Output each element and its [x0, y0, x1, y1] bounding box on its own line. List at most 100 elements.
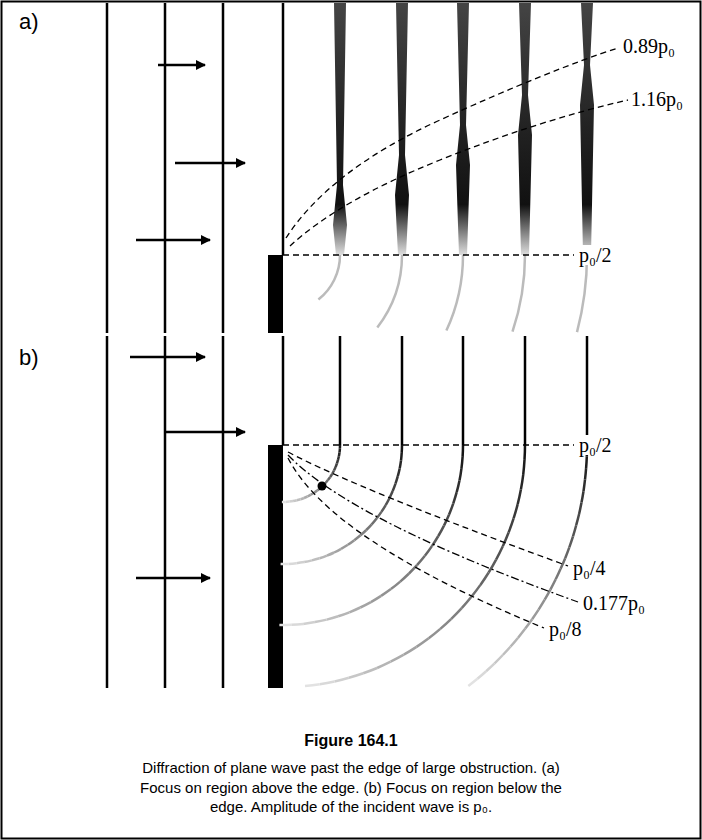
panel-a-drawing	[107, 3, 628, 333]
diffracted-wavefront	[348, 540, 354, 545]
value-label: p₀/4	[572, 558, 607, 578]
diffracted-wavefront	[509, 518, 514, 532]
diffracted-wavefront	[333, 3, 347, 255]
diffracted-wavefront	[456, 3, 470, 255]
diffracted-wavefront	[327, 553, 334, 556]
diffracted-wavefront	[297, 499, 301, 500]
value-label: 1.16p₀	[630, 89, 684, 109]
diffracted-wavefront	[372, 518, 377, 524]
diffracted-wavefront	[291, 623, 303, 626]
figure-title: Figure 164.1	[0, 732, 702, 750]
incident-wavefront	[282, 3, 285, 255]
diffracted-wavefront	[429, 629, 441, 638]
diffracted-wavefront	[286, 500, 290, 503]
diffracted-wavefront	[461, 445, 464, 457]
diffracted-wavefront	[573, 525, 576, 536]
diffracted-wavefront	[457, 481, 460, 493]
propagation-arrow	[175, 162, 245, 165]
diffracted-wavefront	[524, 336, 527, 445]
diffracted-wavefront	[349, 673, 363, 678]
diffracted-wavefront	[462, 597, 472, 608]
diffracted-wavefront	[328, 477, 330, 480]
diffracted-wavefront	[282, 501, 286, 504]
diffracted-wavefront	[565, 547, 569, 558]
diffracted-wavefront	[366, 524, 371, 530]
diffracted-wavefront	[576, 514, 579, 525]
incident-wavefront	[164, 336, 167, 688]
diffracted-wavefront	[404, 647, 417, 655]
diffracted-wavefront	[409, 565, 417, 574]
diffracted-wavefront	[489, 560, 496, 573]
diffracted-wavefront	[381, 505, 385, 512]
diffracted-wavefront	[451, 608, 461, 619]
diffracted-wavefront	[401, 336, 404, 445]
diffracted-wavefront	[398, 469, 400, 477]
diffracted-wavefront	[315, 620, 327, 623]
diffracted-wavefront	[582, 491, 584, 502]
diffracted-wavefront	[279, 624, 291, 627]
diffracted-wavefront	[393, 484, 396, 491]
diffracted-wavefront	[301, 498, 305, 499]
diffracted-wavefront	[556, 569, 561, 580]
diffracted-wavefront	[577, 255, 587, 332]
diffracted-wavefront	[305, 684, 320, 686]
diffracted-wavefront	[336, 464, 337, 468]
diffracted-wavefront	[440, 619, 451, 629]
diffracted-wavefront	[326, 480, 328, 483]
diffracted-wavefront	[585, 457, 588, 469]
diffracted-wavefront	[296, 562, 304, 563]
panel-label: b)	[18, 347, 40, 369]
diffracted-wavefront	[361, 530, 367, 535]
level-line	[283, 444, 574, 445]
propagation-arrow	[165, 431, 245, 434]
incident-wavefront	[164, 3, 167, 333]
diffracted-wavefront	[495, 655, 503, 663]
diffracted-wavefront	[339, 445, 342, 449]
level-line	[288, 455, 578, 602]
value-label: p₀/2	[578, 245, 613, 265]
propagation-arrow	[158, 64, 205, 67]
diffracted-wavefront	[293, 499, 297, 502]
value-label: 0.177p₀	[582, 593, 646, 613]
diffracted-wavefront	[308, 495, 311, 497]
diffracted-wavefront	[400, 574, 409, 582]
diffracted-wavefront	[513, 255, 526, 332]
diffracted-wavefront	[460, 469, 462, 481]
level-line	[288, 452, 568, 566]
propagation-arrow	[130, 356, 205, 359]
diffracted-wavefront	[400, 453, 403, 461]
value-label: p₀/8	[548, 619, 583, 639]
value-label: p₀/2	[578, 435, 613, 455]
propagation-arrow	[136, 239, 210, 242]
figure-caption: Diffraction of plane wave past the edge …	[131, 758, 571, 817]
diffracted-wavefront	[586, 336, 589, 445]
diffracted-wavefront	[550, 579, 555, 589]
diffracted-wavefront	[391, 582, 400, 590]
diffracted-wavefront	[377, 255, 402, 328]
incident-wavefront	[282, 336, 285, 445]
diffracted-wavefront	[523, 460, 524, 475]
diffracted-wavefront	[569, 536, 573, 547]
diffracted-wavefront	[496, 546, 503, 559]
diffracted-wavefront	[304, 560, 312, 562]
diffracted-wavefront	[377, 512, 382, 518]
level-line	[286, 48, 618, 238]
diffracted-wavefront	[468, 679, 477, 686]
diffracted-wavefront	[303, 622, 315, 624]
obstruction	[268, 255, 283, 333]
incident-wavefront	[106, 3, 109, 333]
diffracted-wavefront	[312, 558, 320, 560]
diffracted-wavefront	[471, 585, 480, 597]
value-label: 0.89p₀	[622, 36, 676, 56]
diffracted-wavefront	[480, 573, 488, 585]
diffracted-wavefront	[539, 600, 545, 610]
level-line	[283, 254, 574, 255]
diffracted-wavefront	[381, 589, 391, 596]
diffracted-wavefront	[400, 461, 401, 469]
diffracted-wavefront	[461, 457, 462, 469]
diffracted-wavefront	[281, 563, 289, 566]
diffracted-wavefront	[349, 608, 360, 613]
diffracted-wavefront	[477, 671, 486, 679]
diffracted-wavefront	[486, 663, 495, 671]
